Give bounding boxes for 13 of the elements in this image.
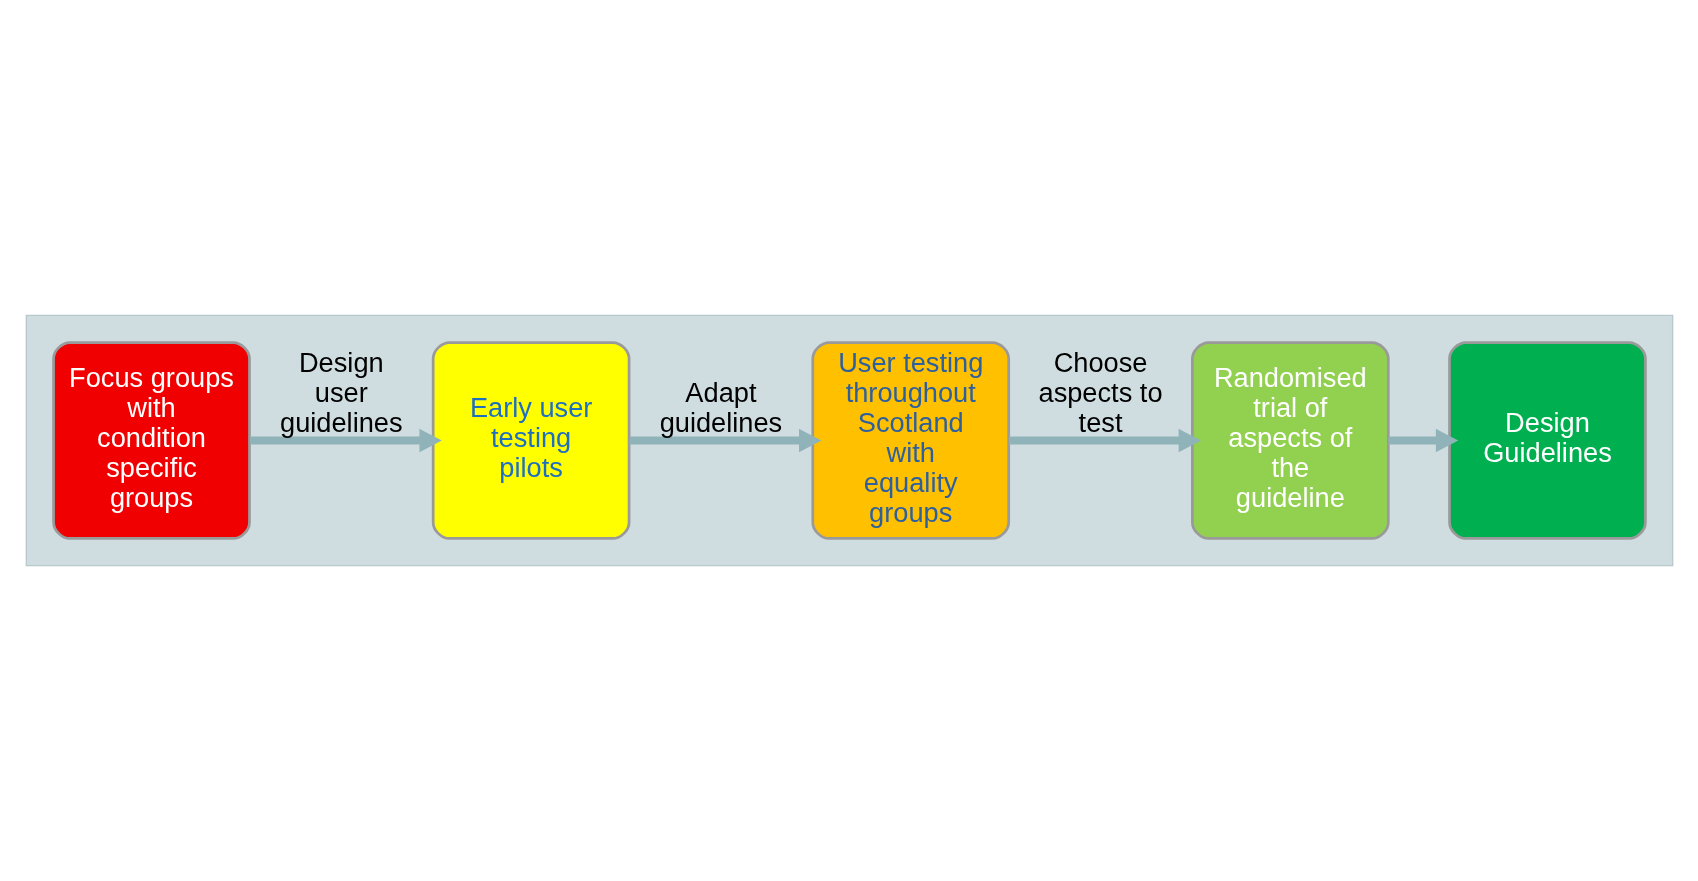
arrow (249, 428, 442, 453)
arrow (629, 428, 821, 453)
cluster (25, 314, 1673, 567)
edge-label: Design user guidelines (279, 347, 403, 439)
node-box: Focus groups with condition specific groups (51, 341, 251, 540)
node-box: Randomised trial of aspects of the guideline (1190, 341, 1390, 540)
arrow (1388, 428, 1458, 453)
node-box: User testing throughout Scotland with equality groups (810, 341, 1010, 540)
edge-label: Adapt guidelines (659, 377, 782, 439)
arrow (1008, 428, 1201, 453)
edge-label: Choose aspects to test (1038, 347, 1163, 439)
node-box: Early user testing pilots (431, 341, 630, 540)
node-box: Design Guidelines (1447, 341, 1647, 540)
